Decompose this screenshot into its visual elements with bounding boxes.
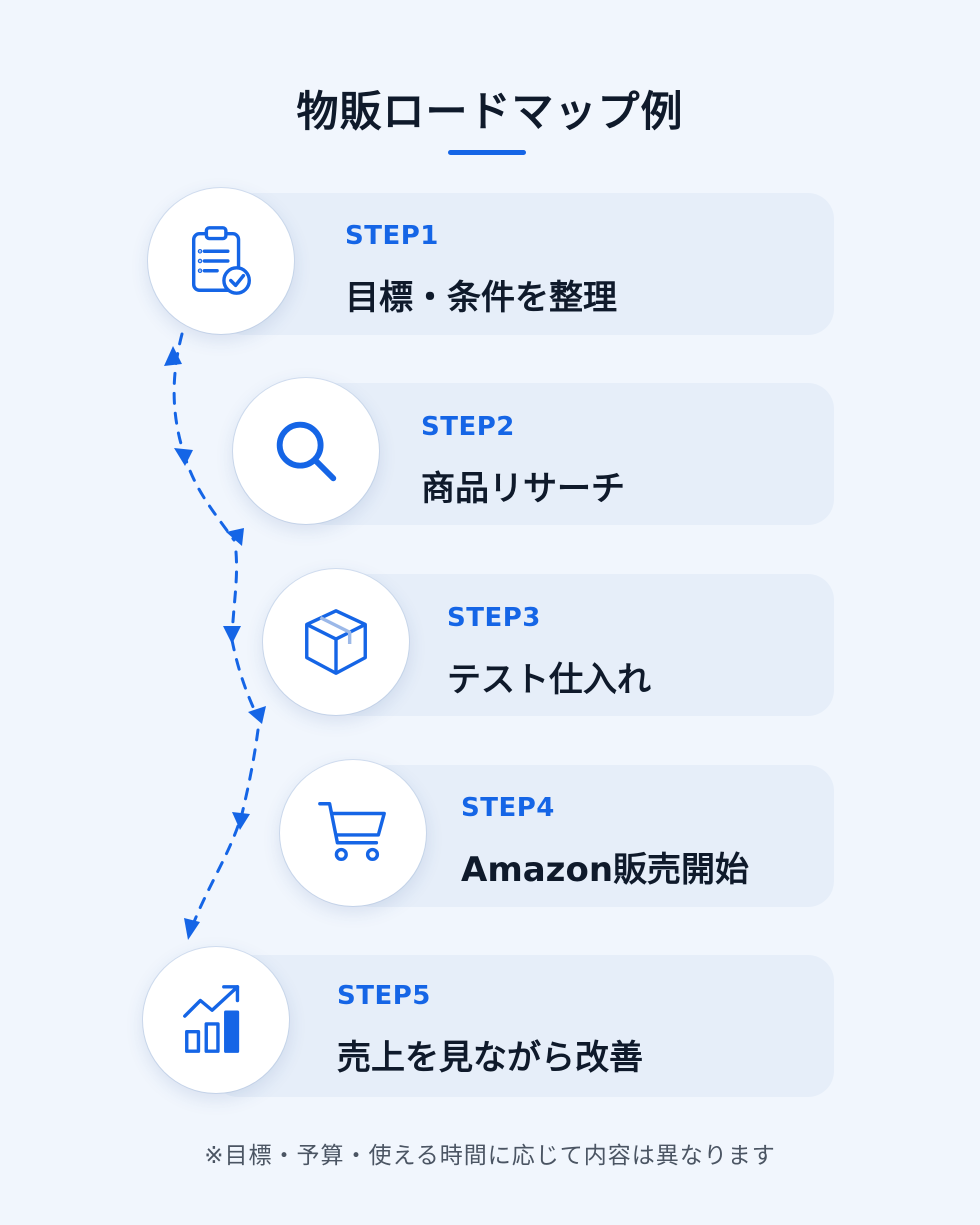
footnote: ※目標・予算・使える時間に応じて内容は異なります (204, 1143, 776, 1169)
step-icon-circle-4 (280, 760, 426, 906)
arrow-head (164, 346, 182, 366)
arrow-head (232, 812, 250, 830)
page-title: 物販ロードマップ例 (296, 87, 684, 136)
arrow-head (223, 626, 241, 644)
clipboard-check-icon (191, 226, 251, 295)
step-label-2: STEP2 (421, 412, 515, 442)
step-icon-circle-5 (143, 947, 289, 1093)
step-icon-circle-2 (233, 378, 379, 524)
step-title-3: テスト仕入れ (447, 660, 651, 700)
growth-chart-icon (183, 985, 240, 1053)
step-label-5: STEP5 (337, 981, 431, 1011)
step-icon-circle-1 (148, 188, 294, 334)
connector-segment (188, 824, 240, 934)
title-underline (448, 150, 526, 155)
connector-segment (172, 332, 236, 542)
step-card-5 (212, 955, 834, 1097)
step-title-1: 目標・条件を整理 (345, 278, 617, 318)
step-label-3: STEP3 (447, 603, 541, 633)
step-title-5: 売上を見ながら改善 (337, 1038, 643, 1078)
arrow-head (184, 918, 200, 940)
step-icon-circle-3 (263, 569, 409, 715)
step-card-2 (300, 383, 834, 525)
arrow-head (174, 448, 193, 466)
step-card-3 (330, 574, 834, 716)
step-title-4: Amazon販売開始 (461, 850, 750, 890)
connector-segment (238, 728, 260, 824)
step-card-4 (345, 765, 834, 907)
step-label-4: STEP4 (461, 793, 555, 823)
step-title-2: 商品リサーチ (421, 469, 625, 509)
shopping-cart-icon (318, 802, 386, 862)
arrow-head (248, 706, 266, 724)
connector-segment (230, 550, 239, 638)
step-card-1 (218, 193, 834, 335)
package-box-icon (305, 609, 367, 675)
arrow-head (226, 528, 244, 546)
connector-segment (230, 638, 260, 720)
step-label-1: STEP1 (345, 221, 439, 251)
search-icon (276, 421, 337, 482)
